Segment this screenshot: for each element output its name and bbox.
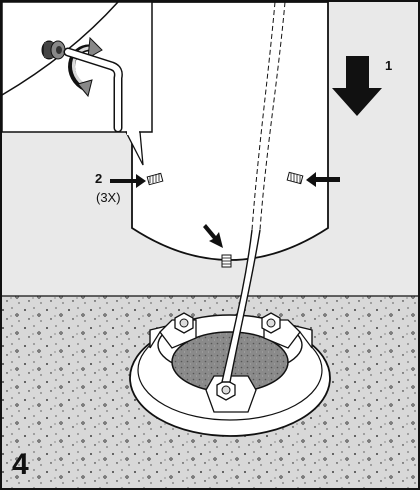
fastener-count-label: (3X) (96, 190, 121, 205)
cable-hidden (251, 1, 276, 231)
bolt-icon (174, 312, 194, 334)
tank-fastener (286, 171, 304, 185)
cable (221, 229, 261, 383)
hex-key-icon (63, 47, 123, 133)
tank-fastener (221, 254, 232, 268)
tank-body (131, 1, 329, 261)
pointer-arrow-icon (110, 174, 146, 188)
tank-fastener (146, 172, 164, 186)
pointer-arrow-icon (306, 172, 340, 187)
pointer-arrow-icon (203, 224, 223, 248)
step-2-label: 2 (95, 171, 103, 186)
bolt-icon (216, 379, 236, 401)
detail-inset (1, 1, 153, 166)
cable-hidden (259, 1, 286, 231)
bolt-icon (261, 312, 281, 334)
down-arrow-icon (332, 56, 382, 116)
rotation-arrow-icon (68, 36, 103, 98)
step-1-label: 1 (385, 58, 393, 73)
panel-number: 4 (12, 448, 29, 481)
set-screw-icon (41, 40, 66, 60)
